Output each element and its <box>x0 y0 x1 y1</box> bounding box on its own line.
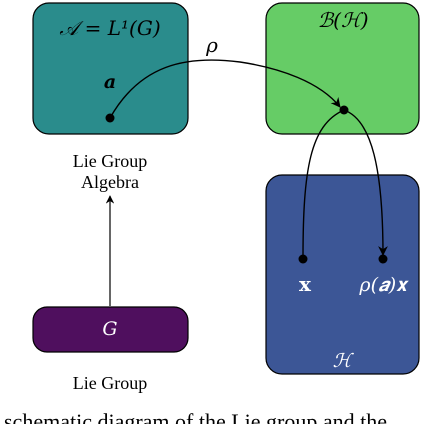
group-caption: Lie Group <box>73 373 147 393</box>
operators-box-label: ℬ(ℋ) <box>317 8 368 32</box>
hilbert-space-box <box>265 174 420 375</box>
group-box <box>32 306 189 353</box>
point-a-dot <box>105 113 115 123</box>
algebra-box <box>32 2 189 135</box>
algebra-caption-line2: Algebra <box>81 172 139 192</box>
algebra-caption-line1: Lie Group <box>73 151 147 171</box>
bottom-caption-fragment: schematic diagram of the Lie group and t… <box>4 409 387 424</box>
group-box-label: G <box>102 318 117 340</box>
operator-to-x-curve <box>302 109 345 259</box>
rho-arrow <box>109 59 341 119</box>
point-rho-a-x-dot <box>378 254 388 264</box>
point-x-label: 𝐱 <box>299 274 312 296</box>
operator-to-rho-a-x-arrow <box>343 109 388 256</box>
point-rho-a-x-label: ρ(𝒂)𝐱 <box>358 274 409 296</box>
operators-box <box>265 2 420 135</box>
point-x-dot <box>298 254 308 264</box>
operator-point-dot <box>339 105 349 115</box>
point-a-label: 𝒂 <box>104 71 116 93</box>
algebra-box-label: 𝒜 = L¹(G) <box>59 16 160 40</box>
rho-arrow-label: ρ <box>205 33 218 57</box>
hilbert-box-label: ℋ <box>333 350 355 372</box>
